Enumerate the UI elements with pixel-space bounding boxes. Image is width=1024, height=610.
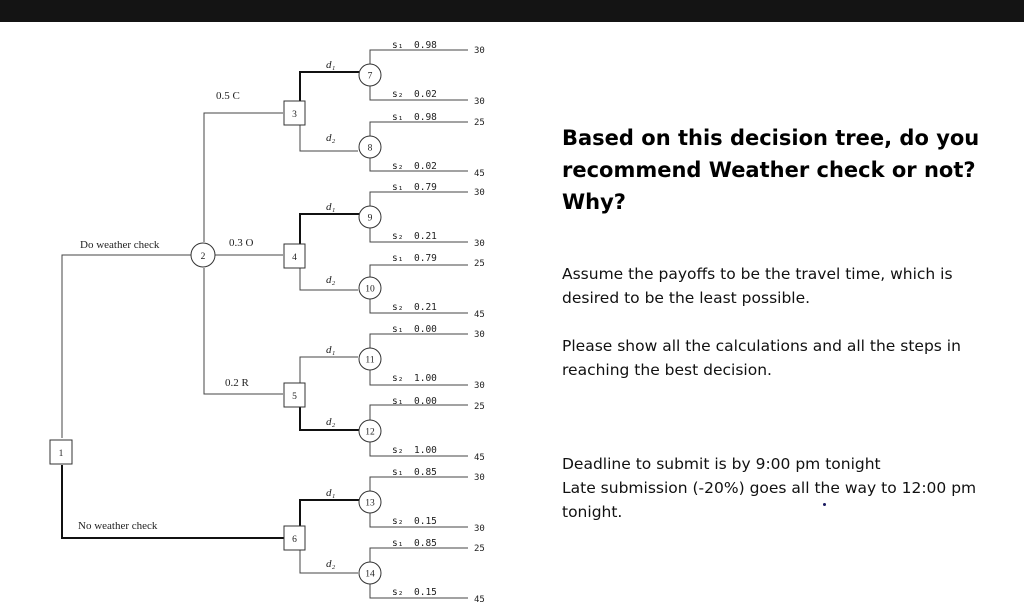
payoff-s2-10: 45 (474, 310, 485, 320)
payoff-s1-13: 30 (474, 473, 485, 483)
probability-s2-14: 0.15 (414, 587, 437, 598)
payoff-s2-13: 30 (474, 524, 485, 534)
node-5-label: 5 (292, 392, 297, 402)
decision-label-10: d₂ (326, 274, 336, 286)
decision-label-8: d₂ (326, 132, 336, 144)
payoff-s2-14: 45 (474, 595, 485, 605)
decision-node-3 (283, 100, 306, 126)
probability-s1-12: 0.00 (414, 396, 437, 407)
payoff-s1-7: 30 (474, 46, 485, 56)
chance-node-12 (358, 419, 382, 443)
forecast-r-label: 0.2 R (225, 377, 250, 389)
decision-label-11: d₁ (326, 344, 336, 356)
state-label-s1-12: s₁ (392, 396, 403, 407)
chance-node-10-label: 10 (365, 285, 375, 295)
payoff-s2-11: 30 (474, 381, 485, 391)
question-heading: Based on this decision tree, do you reco… (562, 126, 980, 214)
root-decision-node (49, 439, 73, 465)
probability-s2-8: 0.02 (414, 161, 437, 172)
payoff-s1-14: 25 (474, 544, 485, 554)
decision-label-12: d₂ (326, 416, 336, 428)
chance-node-7 (358, 63, 382, 87)
cursor-dot (823, 503, 826, 506)
do-weather-check-label: Do weather check (80, 239, 160, 251)
chance-node-12-label: 12 (365, 428, 375, 438)
decision-label-7: d₁ (326, 59, 336, 71)
state-label-s2-10: s₂ (392, 302, 403, 313)
chance-node-13 (358, 490, 382, 514)
probability-s1-13: 0.85 (414, 467, 437, 478)
instructions-paragraph: Please show all the calculations and all… (562, 337, 961, 379)
decision-node-4 (283, 243, 306, 269)
state-label-s2-8: s₂ (392, 161, 403, 172)
chance-node-9 (358, 205, 382, 229)
probability-s1-14: 0.85 (414, 538, 437, 549)
chance-node-7-label: 7 (368, 72, 373, 82)
probability-s2-7: 0.02 (414, 89, 437, 100)
state-label-s1-10: s₁ (392, 253, 403, 264)
root-node-label: 1 (59, 449, 64, 459)
state-label-s2-11: s₂ (392, 373, 403, 384)
chance-node-9-label: 9 (368, 214, 373, 224)
chance-node-2 (190, 242, 216, 268)
forecast-c-label: 0.5 C (216, 90, 240, 102)
payoff-s2-9: 30 (474, 239, 485, 249)
probability-s2-9: 0.21 (414, 231, 437, 242)
deadline-paragraph: Deadline to submit is by 9:00 pm tonight… (562, 455, 977, 521)
payoff-s2-12: 45 (474, 453, 485, 463)
chance-node-14-label: 14 (365, 570, 375, 580)
node-3-label: 3 (292, 110, 297, 120)
chance-node-8-label: 8 (368, 144, 373, 154)
payoff-s1-9: 30 (474, 188, 485, 198)
state-label-s2-14: s₂ (392, 587, 403, 598)
probability-s2-12: 1.00 (414, 445, 437, 456)
state-label-s2-13: s₂ (392, 516, 403, 527)
assumption-paragraph: Assume the payoffs to be the travel time… (562, 265, 953, 307)
decision-label-13: d₁ (326, 487, 336, 499)
decision-node-6 (283, 525, 306, 551)
node-6-label: 6 (292, 535, 297, 545)
chance-node-11-label: 11 (365, 356, 374, 366)
probability-s1-8: 0.98 (414, 112, 437, 123)
payoff-s2-7: 30 (474, 97, 485, 107)
payoff-s1-10: 25 (474, 259, 485, 269)
state-label-s1-14: s₁ (392, 538, 403, 549)
state-label-s1-9: s₁ (392, 182, 403, 193)
probability-s2-13: 0.15 (414, 516, 437, 527)
node-2-label: 2 (201, 252, 206, 262)
chance-node-14 (358, 561, 382, 585)
state-label-s2-12: s₂ (392, 445, 403, 456)
payoff-s1-8: 25 (474, 118, 485, 128)
top-bar (0, 0, 1024, 22)
state-label-s2-9: s₂ (392, 231, 403, 242)
state-label-s1-11: s₁ (392, 324, 403, 335)
decision-label-9: d₁ (326, 201, 336, 213)
payoff-s1-12: 25 (474, 402, 485, 412)
payoff-s1-11: 30 (474, 330, 485, 340)
decision-node-5 (283, 382, 306, 408)
state-label-s1-7: s₁ (392, 40, 403, 51)
probability-s1-11: 0.00 (414, 324, 437, 335)
decision-tree: 1 2 3 4 5 6 Do weather check No weather … (49, 40, 485, 605)
probability-s2-11: 1.00 (414, 373, 437, 384)
chance-node-13-label: 13 (365, 499, 375, 509)
no-weather-check-label: No weather check (78, 520, 158, 532)
probability-s1-9: 0.79 (414, 182, 437, 193)
probability-s2-10: 0.21 (414, 302, 437, 313)
probability-s1-10: 0.79 (414, 253, 437, 264)
state-label-s2-7: s₂ (392, 89, 403, 100)
chance-node-11 (358, 347, 382, 371)
forecast-o-label: 0.3 O (229, 237, 254, 249)
chance-node-10 (358, 276, 382, 300)
state-label-s1-13: s₁ (392, 467, 403, 478)
node-4-label: 4 (292, 253, 297, 263)
decision-label-14: d₂ (326, 558, 336, 570)
payoff-s2-8: 45 (474, 169, 485, 179)
state-label-s1-8: s₁ (392, 112, 403, 123)
probability-s1-7: 0.98 (414, 40, 437, 51)
chance-node-8 (358, 135, 382, 159)
